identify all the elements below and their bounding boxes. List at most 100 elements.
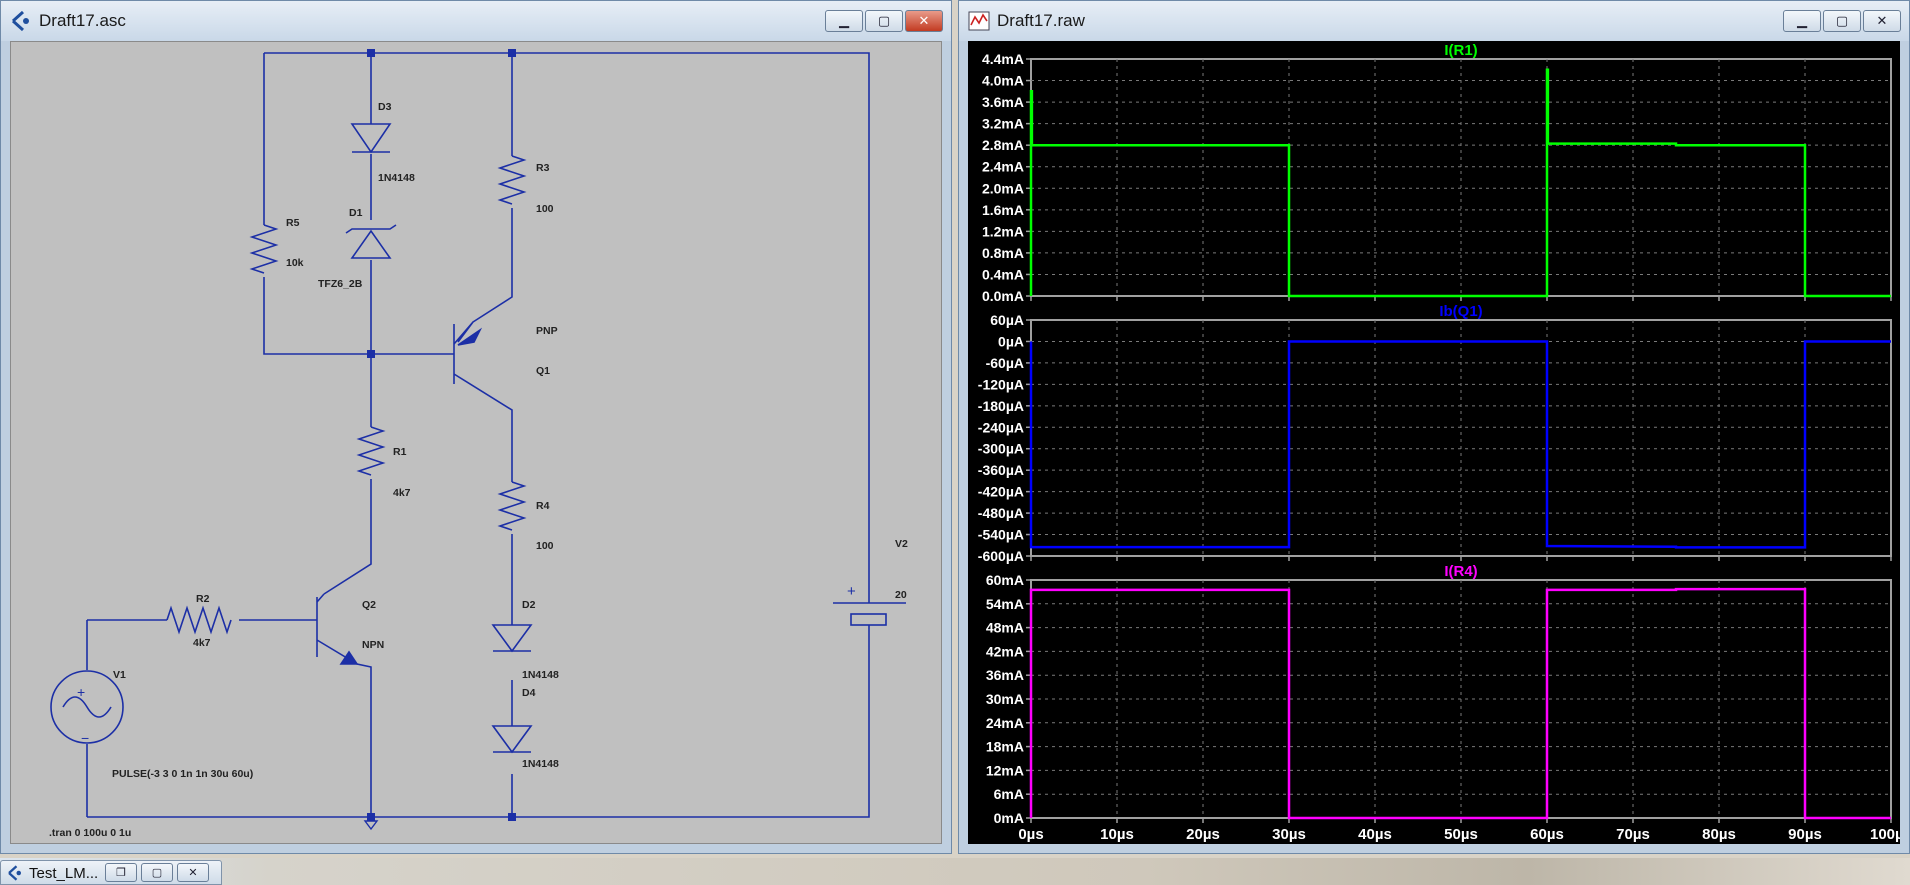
close-button[interactable]: ✕ (1863, 10, 1901, 32)
junction (367, 350, 375, 358)
label-D4: D4 (522, 687, 536, 699)
label-V2v: 20 (895, 589, 907, 601)
y-tick-label: 0.0mA (982, 288, 1024, 304)
waveform-plot[interactable]: 0.0mA0.4mA0.8mA1.2mA1.6mA2.0mA2.4mA2.8mA… (968, 41, 1900, 846)
y-tick-label: -60µA (986, 355, 1024, 371)
resistor-r4 (497, 481, 527, 531)
y-tick-label: 1.2mA (982, 223, 1024, 239)
label-R4v: 100 (536, 540, 554, 552)
maximize-button[interactable]: ▢ (1823, 10, 1861, 32)
y-tick-label: 60µA (990, 312, 1024, 328)
y-tick-label: 12mA (986, 762, 1024, 778)
zener-d1 (350, 229, 392, 259)
trace-title[interactable]: I(R4) (1444, 563, 1477, 580)
ground-symbol (363, 820, 379, 831)
minimize-icon: ▁ (839, 13, 849, 29)
schematic-window[interactable]: Draft17.asc ▁ ▢ ✕ (0, 0, 952, 854)
junction (508, 813, 516, 821)
y-tick-label: 3.2mA (982, 116, 1024, 132)
junction (367, 49, 375, 57)
y-tick-label: -600µA (978, 548, 1024, 564)
ltspice-icon (11, 10, 29, 32)
maximize-button[interactable]: ▢ (865, 10, 903, 32)
x-tick-label: 0µs (1018, 826, 1043, 843)
waveform-title: Draft17.raw (997, 11, 1085, 30)
schematic-titlebar[interactable]: Draft17.asc ▁ ▢ ✕ (1, 1, 951, 41)
label-D1: D1 (349, 207, 363, 219)
wire-d3 (323, 53, 372, 595)
transistor-q1 (453, 324, 513, 817)
plot-pane-0[interactable]: 0.0mA0.4mA0.8mA1.2mA1.6mA2.0mA2.4mA2.8mA… (982, 42, 1892, 304)
x-tick-label: 30µs (1272, 826, 1306, 843)
label-R5: R5 (286, 217, 300, 229)
x-tick-label: 70µs (1616, 826, 1650, 843)
restore-button[interactable]: ❐ (105, 863, 137, 882)
resistor-r5 (249, 224, 279, 274)
y-tick-label: 42mA (986, 643, 1024, 659)
y-tick-label: 6mA (994, 786, 1024, 802)
y-tick-label: 3.6mA (982, 94, 1024, 110)
wire-top (264, 52, 870, 603)
label-Q2t: NPN (362, 639, 384, 651)
label-D2: D2 (522, 599, 536, 611)
close-button[interactable]: ✕ (177, 863, 209, 882)
label-R1: R1 (393, 446, 407, 458)
label-R2v: 4k7 (193, 637, 211, 649)
trace-line (1029, 68, 1891, 298)
y-tick-label: 36mA (986, 667, 1024, 683)
taskbar-item[interactable]: Test_LM... ❐ ▢ ✕ (0, 860, 222, 885)
label-R2: R2 (196, 593, 210, 605)
label-R3v: 100 (536, 203, 554, 215)
waveform-titlebar[interactable]: Draft17.raw ▁ ▢ ✕ (959, 1, 1909, 41)
x-tick-label: 40µs (1358, 826, 1392, 843)
y-tick-label: 24mA (986, 715, 1024, 731)
y-tick-label: -240µA (978, 419, 1024, 435)
y-tick-label: 30mA (986, 691, 1024, 707)
battery-plus-sign: + (847, 583, 856, 600)
label-R4: R4 (536, 500, 550, 512)
x-tick-label: 20µs (1186, 826, 1220, 843)
y-tick-label: 1.6mA (982, 202, 1024, 218)
y-tick-label: -180µA (978, 398, 1024, 414)
x-tick-label: 90µs (1788, 826, 1822, 843)
y-tick-label: 4.4mA (982, 51, 1024, 67)
trace-line (1029, 340, 1891, 549)
y-tick-label: -300µA (978, 441, 1024, 457)
diode-d2 (491, 624, 533, 653)
wire-r5 (263, 53, 454, 355)
ltspice-icon (8, 865, 21, 881)
wire-bottom (87, 625, 870, 818)
trace-title[interactable]: Ib(Q1) (1439, 303, 1482, 320)
maximize-icon: ▢ (1835, 13, 1849, 29)
trace-title[interactable]: I(R1) (1444, 42, 1477, 59)
label-D2v: 1N4148 (522, 669, 559, 681)
plot-pane-2[interactable]: 0mA6mA12mA18mA24mA30mA36mA42mA48mA54mA60… (986, 563, 1892, 826)
diode-d4 (491, 725, 533, 754)
label-R1v: 4k7 (393, 487, 411, 499)
y-tick-label: 0µA (998, 333, 1024, 349)
x-tick-label: 10µs (1100, 826, 1134, 843)
minimize-icon: ▁ (1797, 13, 1807, 29)
close-icon: ✕ (1876, 13, 1888, 29)
label-Q2: Q2 (362, 599, 376, 611)
diode-d3 (350, 123, 392, 154)
schematic-drawing[interactable]: + − + D3 1N4148 D1 TFZ6_2B R5 10k R3 100… (11, 42, 943, 847)
maximize-button[interactable]: ▢ (141, 863, 173, 882)
label-V2: V2 (895, 538, 908, 550)
label-R3: R3 (536, 162, 550, 174)
y-tick-label: 2.4mA (982, 159, 1024, 175)
schematic-canvas[interactable]: + − + D3 1N4148 D1 TFZ6_2B R5 10k R3 100… (10, 41, 942, 844)
minimize-button[interactable]: ▁ (825, 10, 863, 32)
minimize-button[interactable]: ▁ (1783, 10, 1821, 32)
plot-pane-1[interactable]: -600µA-540µA-480µA-420µA-360µA-300µA-240… (978, 303, 1892, 564)
y-tick-label: 0mA (994, 810, 1024, 826)
transistor-q2 (264, 597, 372, 817)
trace-line (1029, 587, 1891, 820)
close-icon: ✕ (918, 13, 930, 29)
x-tick-label: 100µs (1870, 826, 1900, 843)
close-button[interactable]: ✕ (905, 10, 943, 32)
schematic-title: Draft17.asc (39, 11, 126, 30)
y-tick-label: 18mA (986, 739, 1024, 755)
